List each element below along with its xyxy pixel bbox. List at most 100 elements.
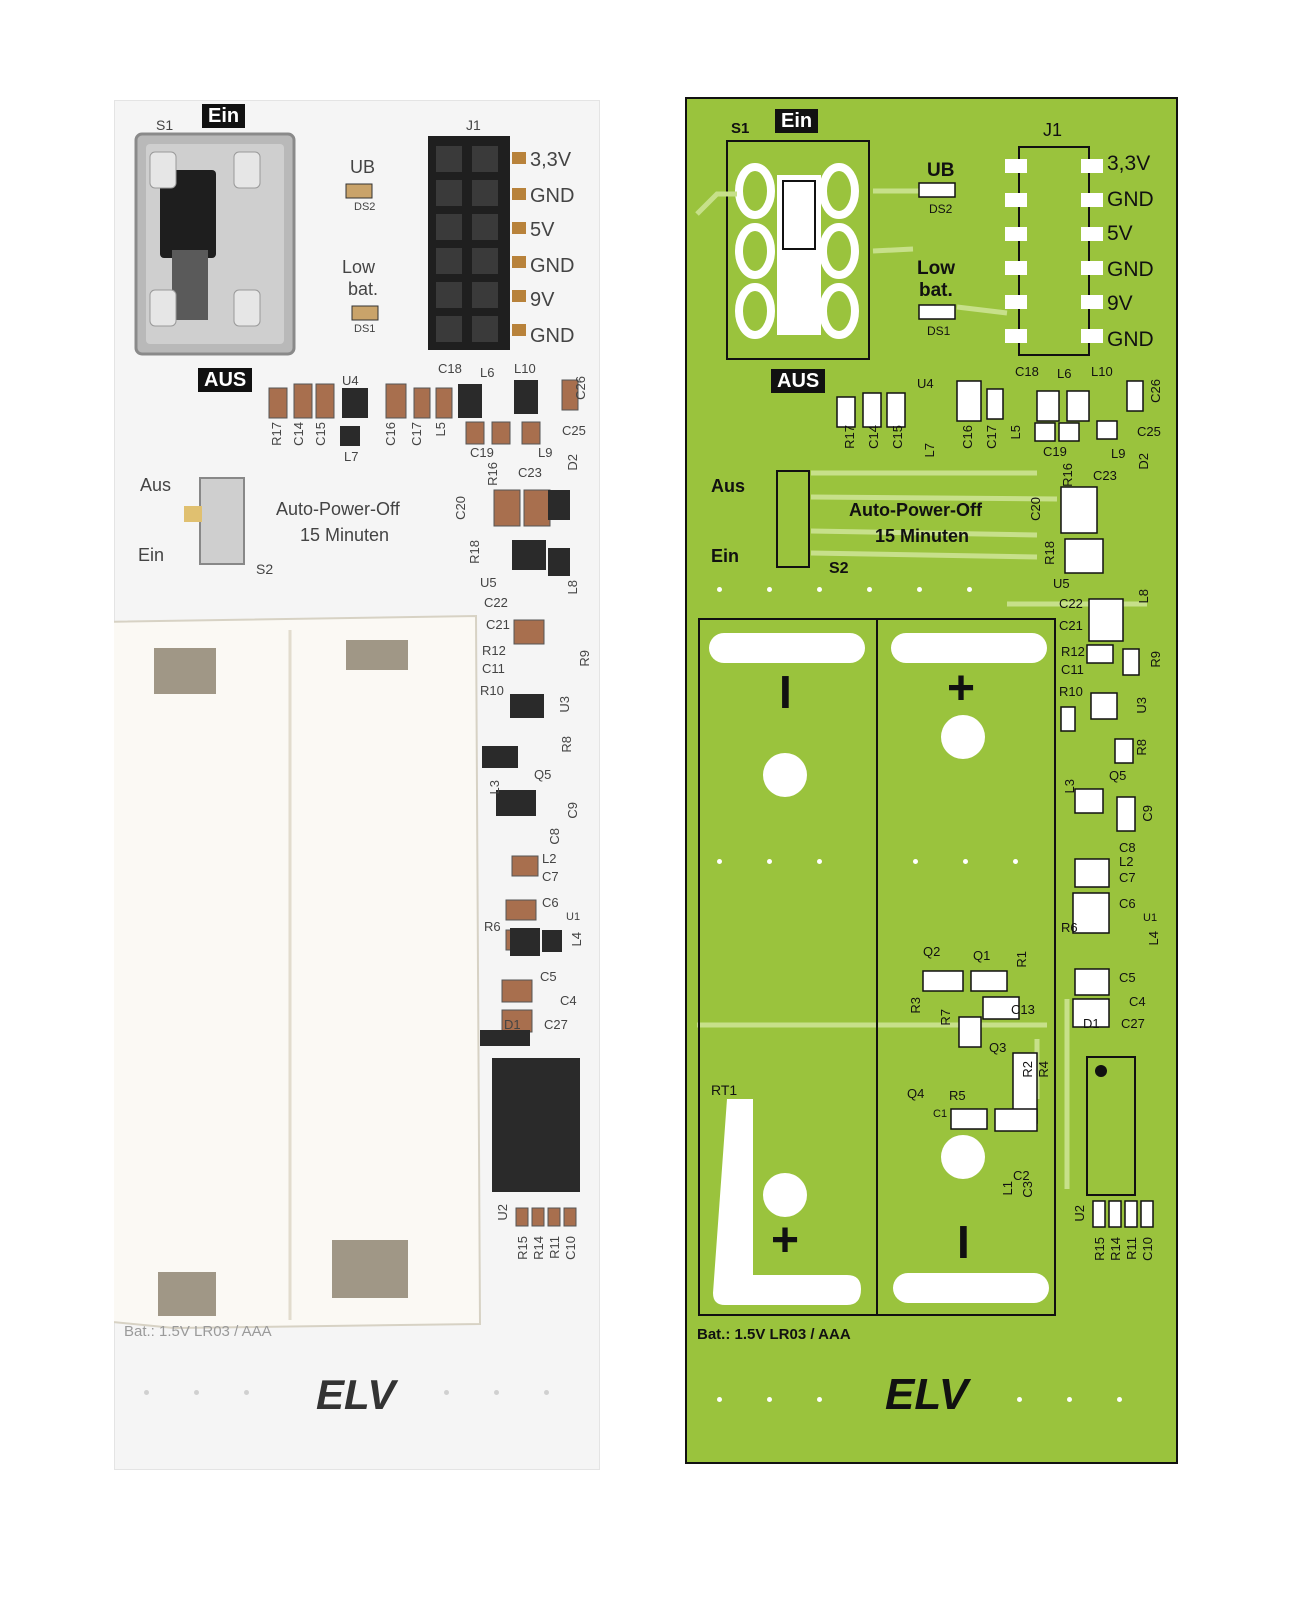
label-c8: C8 — [1119, 840, 1136, 855]
pin-label-5v: 5V — [1107, 222, 1133, 245]
label-r6: R6 — [1061, 920, 1078, 935]
label-c22: C22 — [484, 595, 508, 610]
battery-contact — [154, 648, 216, 694]
label-l7: L7 — [922, 443, 937, 458]
via-hole — [867, 587, 872, 592]
battery-contact — [332, 1240, 408, 1298]
battery-plus-mark: + — [947, 662, 976, 715]
switch-s1-tab — [149, 151, 177, 189]
pin-label-9v: 9V — [530, 289, 555, 311]
u2-outline — [1086, 1056, 1136, 1196]
board-layout: S1 Ein AUS J1 3,3V GND 5V GND 9V GND UB … — [685, 97, 1178, 1464]
board-layout-drawing — [695, 140, 1154, 1316]
via-hole — [817, 587, 822, 592]
label-r15: R15 — [515, 1236, 530, 1260]
label-c21: C21 — [486, 617, 510, 632]
label-l6: L6 — [1057, 366, 1072, 381]
pin-label-5v: 5V — [530, 219, 555, 241]
mount-hole — [763, 753, 807, 797]
label-c9: C9 — [565, 802, 580, 819]
led-ds2 — [345, 183, 373, 199]
via-hole — [717, 1397, 722, 1402]
battery-contact — [346, 640, 408, 670]
label-c13: C13 — [1011, 1002, 1035, 1017]
s1-label: S1 — [731, 120, 750, 137]
label-l5: L5 — [1008, 425, 1023, 440]
switch-s1-slot — [172, 250, 208, 320]
ein-label: Ein — [138, 545, 165, 565]
switch-s1-tab — [233, 151, 261, 189]
rt1-label: RT1 — [711, 1082, 738, 1098]
bat-label: bat. — [348, 279, 379, 299]
label-l2: L2 — [542, 851, 557, 866]
label-l9: L9 — [538, 445, 553, 460]
label-r17: R17 — [269, 422, 284, 446]
label-c7: C7 — [1119, 870, 1136, 885]
label-c20: C20 — [453, 496, 468, 520]
pin-label-gnd: GND — [1107, 188, 1154, 211]
label-c18: C18 — [1015, 364, 1039, 379]
apo-line2: 15 Minuten — [875, 526, 970, 546]
switch-s2 — [199, 477, 245, 565]
low-label: Low — [342, 257, 376, 277]
via-hole — [444, 1390, 449, 1395]
pin-label-gnd: GND — [530, 185, 575, 207]
s1-knob-outline — [782, 180, 816, 250]
label-c10: C10 — [563, 1236, 578, 1260]
via-hole — [817, 859, 822, 864]
battery-spec: Bat.: 1.5V LR03 / AAA — [124, 1323, 272, 1340]
label-c23: C23 — [1093, 468, 1117, 483]
label-c18: C18 — [438, 361, 462, 376]
label-r18: R18 — [1042, 541, 1057, 565]
label-c9: C9 — [1140, 805, 1155, 822]
s1-pads — [735, 163, 859, 339]
label-c23: C23 — [518, 465, 542, 480]
label-c15: C15 — [313, 422, 328, 446]
label-c11: C11 — [1061, 662, 1084, 677]
label-u4: U4 — [342, 373, 359, 388]
via-hole — [817, 1397, 822, 1402]
via-hole — [1117, 1397, 1122, 1402]
label-r3: R3 — [908, 997, 923, 1014]
label-c5: C5 — [540, 969, 557, 984]
ic-parts — [340, 380, 580, 1192]
j1-label: J1 — [1043, 120, 1063, 140]
label-l4: L4 — [569, 932, 584, 947]
label-r17: R17 — [842, 425, 857, 449]
label-r18: R18 — [467, 540, 482, 564]
switch-s2-lever — [184, 506, 202, 522]
label-c25: C25 — [562, 423, 586, 438]
label-l8: L8 — [565, 580, 580, 595]
j1-label: J1 — [466, 117, 481, 133]
label-r6: R6 — [484, 919, 501, 934]
label-u2: U2 — [495, 1204, 510, 1221]
label-c22: C22 — [1059, 596, 1083, 611]
label-c17: C17 — [984, 425, 999, 449]
label-c19: C19 — [470, 445, 494, 460]
elv-logo: ELV — [885, 1370, 969, 1419]
via-hole — [717, 587, 722, 592]
label-q3: Q3 — [989, 1040, 1007, 1055]
label-r11: R11 — [547, 1236, 562, 1259]
aus-label: Aus — [140, 475, 172, 495]
aus-badge: AUS — [771, 369, 826, 393]
via-hole — [244, 1390, 249, 1395]
led-ds1 — [351, 305, 379, 321]
label-d1: D1 — [1083, 1016, 1100, 1031]
aus-label: Aus — [711, 476, 746, 496]
via-hole — [494, 1390, 499, 1395]
label-r7: R7 — [938, 1009, 953, 1026]
ds1-label: DS1 — [354, 323, 376, 335]
switch-s1-tab — [233, 289, 261, 327]
label-c7: C7 — [542, 869, 559, 884]
low-label: Low — [917, 258, 955, 279]
apo-line1: Auto-Power-Off — [276, 499, 400, 519]
battery-plus-mark: + — [771, 1214, 800, 1267]
label-c26: C26 — [573, 376, 588, 400]
via-hole — [967, 587, 972, 592]
label-c16: C16 — [960, 425, 975, 449]
switch-s1-tab — [149, 289, 177, 327]
label-c14: C14 — [866, 425, 881, 449]
label-c3: C3 — [1020, 1181, 1035, 1198]
s1-label: S1 — [156, 117, 174, 133]
